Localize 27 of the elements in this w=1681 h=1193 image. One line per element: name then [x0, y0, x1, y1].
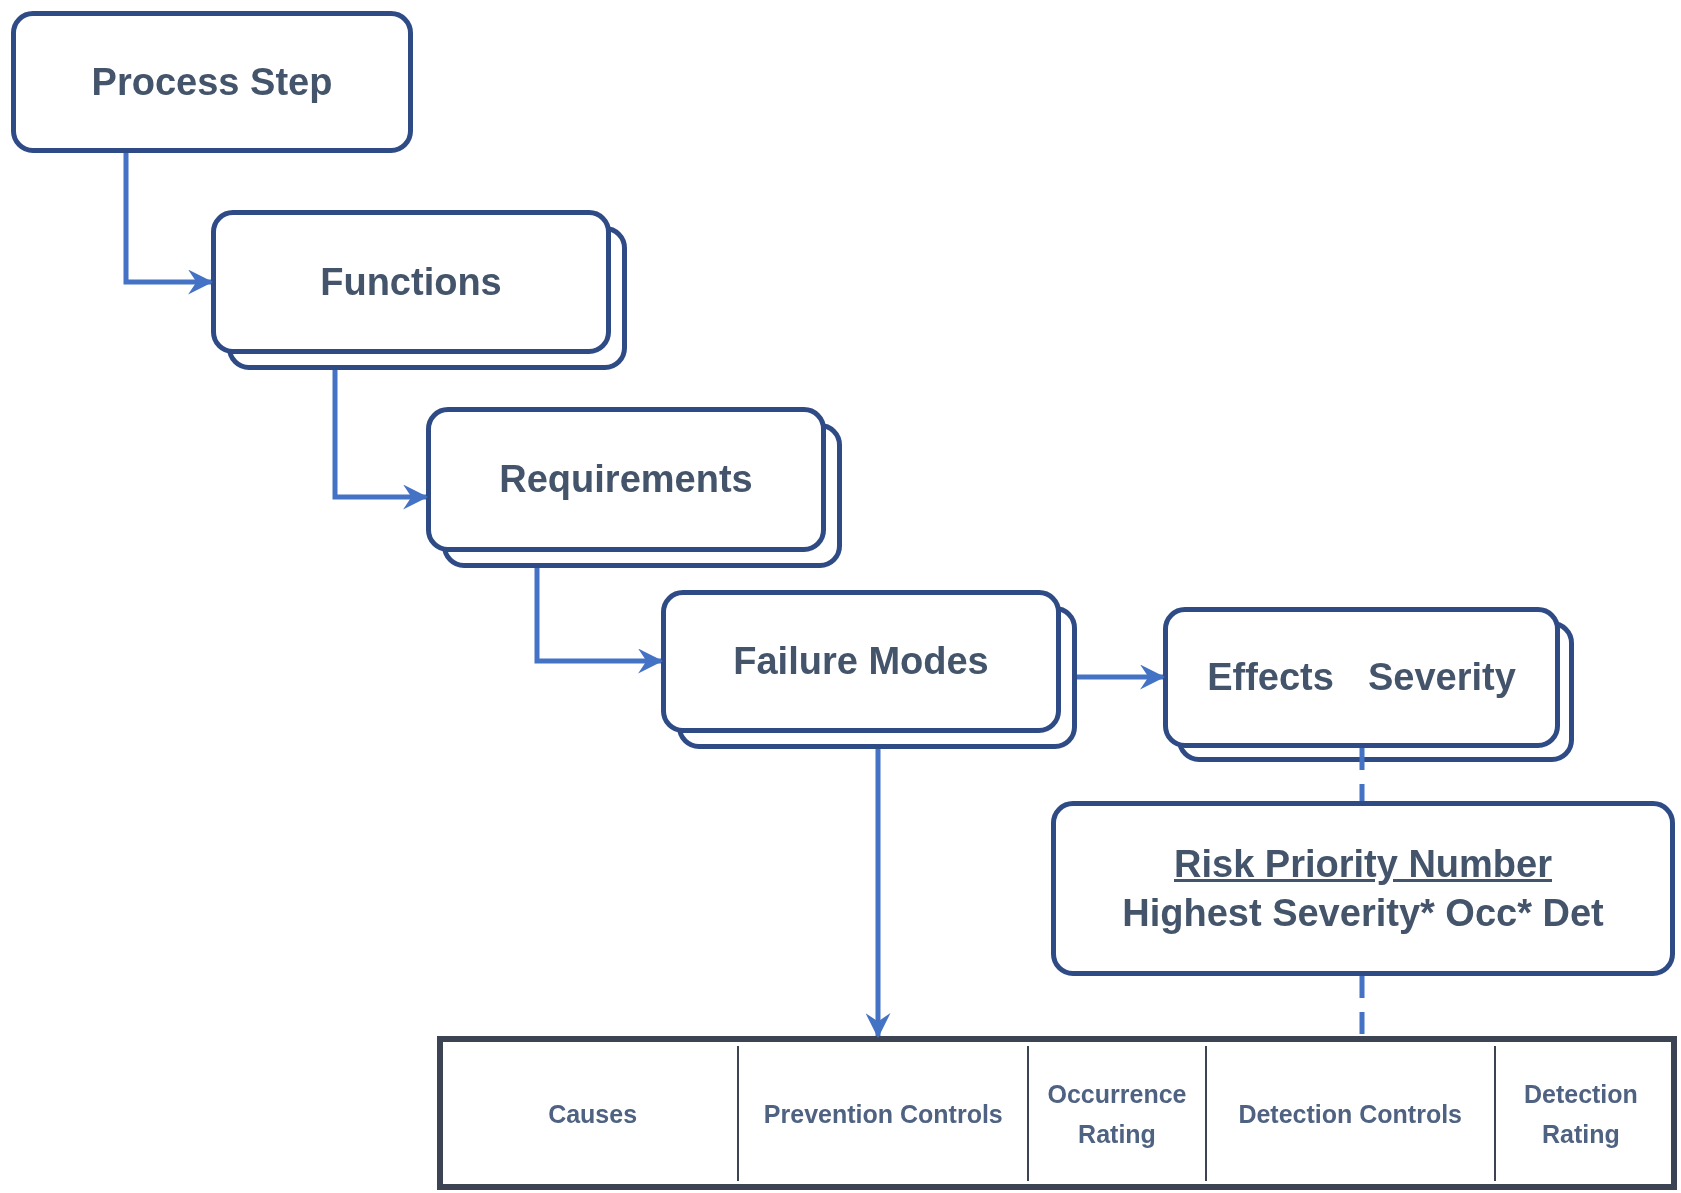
- node-label: Functions: [320, 260, 502, 304]
- stacked-failure-mode-box: [661, 590, 1077, 749]
- heading-text: Risk Priority Number: [1174, 842, 1552, 886]
- process-step-box: [11, 11, 413, 153]
- table-header-text: Causes: [547, 1098, 639, 1130]
- stacked-function-box: [211, 210, 627, 370]
- node-label: Failure Modes: [733, 640, 989, 683]
- stacked-requirement-box: [426, 407, 842, 568]
- connector-line: [1359, 748, 1365, 801]
- stacked-effects-box: [1163, 607, 1574, 762]
- node-label: Effects: [1207, 656, 1334, 699]
- node-label: Requirements: [499, 458, 753, 501]
- arrow: [1077, 664, 1166, 690]
- analysis-table: [437, 1036, 1677, 1190]
- arrow: [332, 370, 429, 510]
- table-header-text: Detection Controls: [1237, 1098, 1463, 1130]
- table-header-text: Prevention Controls: [762, 1098, 1004, 1130]
- arrow: [123, 153, 214, 295]
- arrow: [865, 749, 891, 1039]
- rpn-box: [1051, 801, 1675, 976]
- arrow: [534, 568, 664, 674]
- connector-line: [1359, 976, 1365, 1036]
- node-label: Severity: [1367, 656, 1516, 699]
- table-header-text: Detection Rating: [1522, 1078, 1639, 1150]
- table-header-text: Occurrence Rating: [1046, 1078, 1188, 1150]
- node-label: Highest Severity* Occ* Det: [1122, 891, 1604, 935]
- node-label: Process Step: [91, 60, 333, 104]
